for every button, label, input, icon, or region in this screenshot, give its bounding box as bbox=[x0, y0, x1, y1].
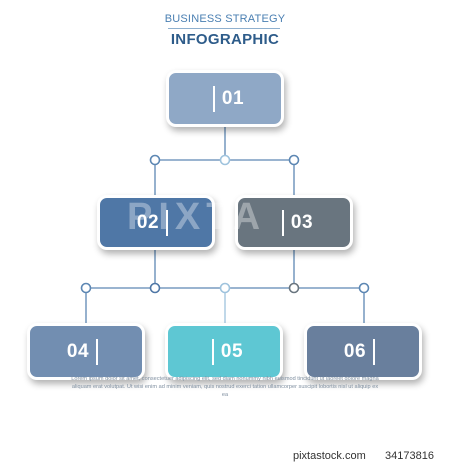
infographic-subtitle: BUSINESS STRATEGY bbox=[164, 13, 286, 25]
step-number: 01 bbox=[221, 87, 245, 109]
step-box-02: 02 bbox=[97, 195, 215, 250]
step-box-01: 01 bbox=[166, 70, 284, 127]
divider-bar bbox=[211, 338, 214, 365]
connector-node bbox=[80, 282, 92, 294]
step-number: 06 bbox=[343, 340, 367, 362]
step-number: 03 bbox=[290, 211, 314, 233]
stock-site-label: pixtastock.com bbox=[293, 450, 366, 462]
step-box-03: 03 bbox=[235, 195, 353, 250]
step-number: 02 bbox=[136, 211, 160, 233]
step-number: 05 bbox=[220, 340, 244, 362]
watermark-logo: PIXTA bbox=[127, 196, 267, 238]
connector-node bbox=[149, 154, 161, 166]
stock-image-id: 34173816 bbox=[385, 450, 434, 462]
connector-node bbox=[219, 282, 231, 294]
connector-node bbox=[149, 282, 161, 294]
step-box-06: 06 bbox=[304, 323, 422, 380]
divider-bar bbox=[373, 338, 376, 365]
title-divider bbox=[168, 28, 280, 29]
connector-node bbox=[288, 154, 300, 166]
divider-bar bbox=[166, 209, 169, 236]
connector-node bbox=[358, 282, 370, 294]
divider-bar bbox=[212, 85, 215, 112]
footer-bar bbox=[0, 443, 450, 469]
step-box-05: 05 bbox=[165, 323, 283, 380]
description-text: Lorem ipsum dolor sit amet, consectetuer… bbox=[71, 376, 379, 398]
divider-bar bbox=[96, 338, 99, 365]
connector-node bbox=[288, 282, 300, 294]
step-number: 04 bbox=[66, 340, 90, 362]
infographic-title: INFOGRAPHIC bbox=[170, 31, 280, 48]
step-box-04: 04 bbox=[27, 323, 145, 380]
divider-bar bbox=[281, 209, 284, 236]
connector-node bbox=[219, 154, 231, 166]
